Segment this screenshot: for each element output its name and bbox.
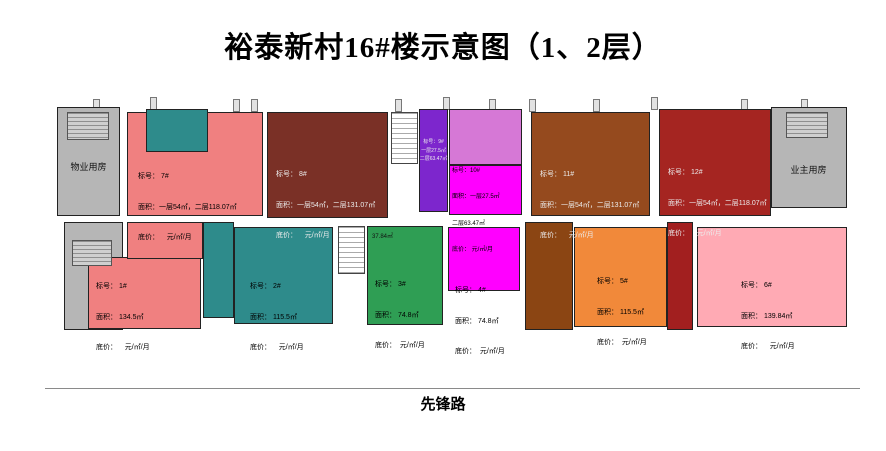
unit-8-label: 标号： 8# 面积：一层54㎡，二层131.07㎡ 底价： 元/㎡/月 xyxy=(276,150,375,262)
unit-6-price: 底价： 元/㎡/月 xyxy=(741,343,795,351)
unit-5-area: 面积： 115.5㎡ xyxy=(597,308,644,316)
staircase-icon xyxy=(67,112,109,140)
unit-11-area: 面积：一层54㎡，二层131.07㎡ xyxy=(540,201,640,209)
owner-building-label: 业主用房 xyxy=(790,165,827,175)
unit-4-price: 底价： 元/㎡/月 xyxy=(455,348,505,356)
unit-4-label: 标号： 4# 面积： 74.8㎡ 底价： 元/㎡/月 xyxy=(455,266,505,378)
unit-11-block xyxy=(531,112,650,216)
unit-8-price: 底价： 元/㎡/月 xyxy=(276,232,330,240)
unit-3-area: 面积： 74.8㎡ xyxy=(375,311,419,319)
unit-10-price: 底价： 元/㎡/月 xyxy=(452,246,494,253)
roof-vent-icon xyxy=(395,99,402,112)
roof-vent-icon xyxy=(529,99,536,112)
unit-9-area2: 二层63.47㎡ xyxy=(419,156,448,162)
unit-12-no: 标号： 12# xyxy=(668,169,703,177)
roof-vent-icon xyxy=(593,99,600,112)
unit-6-block xyxy=(697,227,847,327)
unit-1-block xyxy=(88,257,201,329)
unit-3-no: 标号： 3# xyxy=(375,281,406,289)
unit-1-label: 标号： 1# 面积： 134.5㎡ 底价： 元/㎡/月 xyxy=(96,262,150,374)
unit-5-label: 标号： 5# 面积： 115.5㎡ 底价： 元/㎡/月 xyxy=(597,257,647,369)
unit-9-no: 标号：9# xyxy=(423,139,444,145)
unit-10-area: 面积：一层27.5㎡ xyxy=(452,194,500,201)
unit-2-price: 底价： 元/㎡/月 xyxy=(250,344,304,352)
unit-3-block xyxy=(367,226,443,325)
unit-10-block-upper xyxy=(449,109,522,165)
unit-8-no: 标号： 8# xyxy=(276,171,307,179)
unit-10-no: 标号：10# xyxy=(452,168,481,175)
unit-1-area: 面积： 134.5㎡ xyxy=(96,313,144,321)
roof-vent-icon xyxy=(233,99,240,112)
unit-2-wing-block xyxy=(203,222,234,318)
unit-3-label: 标号： 3# 面积： 74.8㎡ 底价： 元/㎡/月 xyxy=(375,260,425,372)
unit-2-area: 面积： 115.5㎡ xyxy=(250,313,297,321)
unit-8-area: 面积：一层54㎡，二层131.07㎡ xyxy=(276,201,376,209)
staircase-icon xyxy=(786,112,828,138)
unit-7-label: 标号： 7# 面积：一层54㎡，二层118.07㎡ 底价： 元/㎡/月 xyxy=(138,152,237,264)
unit-6-label: 标号： 6# 面积： 139.84㎡ 底价： 元/㎡/月 xyxy=(741,261,795,373)
unit-11-price: 底价： 元/㎡/月 xyxy=(540,232,594,240)
property-building-label: 物业用房 xyxy=(70,162,107,172)
unit-12-area: 面积：一层54㎡，二层118.07㎡ xyxy=(668,199,767,207)
unit-7-wing-block xyxy=(146,109,208,152)
unit-10-area2: 二层63.47㎡ xyxy=(452,220,486,227)
unit-4-no: 标号： 4# xyxy=(455,287,486,295)
unit-8-block xyxy=(267,112,388,218)
unit-5-price: 底价： 元/㎡/月 xyxy=(597,339,647,347)
staircase-icon xyxy=(72,240,112,266)
unit-2-label: 标号： 2# 面积： 115.5㎡ 底价： 元/㎡/月 xyxy=(250,262,304,374)
unit-9-label: 标号：9# 一层27.5㎡ 二层63.47㎡ xyxy=(419,138,448,164)
unit-12-price: 底价： 元/㎡/月 xyxy=(668,230,722,238)
unit-12-block xyxy=(659,109,771,216)
unit-10-label: 标号：10# 面积：一层27.5㎡ 二层63.47㎡ 底价： 元/㎡/月 xyxy=(452,150,500,272)
unit-5-no: 标号： 5# xyxy=(597,278,628,286)
dark-red-service-block xyxy=(667,222,693,330)
stairwell-block xyxy=(338,226,365,274)
unit-1-price: 底价： 元/㎡/月 xyxy=(96,344,150,352)
road-line xyxy=(45,388,860,389)
brown-service-block xyxy=(525,222,573,330)
roof-vent-icon xyxy=(651,97,658,110)
unit-12-label: 标号： 12# 面积：一层54㎡，二层118.07㎡ 底价： 元/㎡/月 xyxy=(668,148,767,260)
roof-vent-icon xyxy=(251,99,258,112)
unit-3-area-annotation: 37.84㎡ xyxy=(372,234,394,240)
page-title: 裕泰新村16#楼示意图（1、2层） xyxy=(224,32,662,64)
unit-3-price: 底价： 元/㎡/月 xyxy=(375,342,425,350)
unit-1-wing-block xyxy=(127,222,203,259)
unit-10-block-lower xyxy=(449,165,522,215)
unit-7-area: 面积：一层54㎡，二层118.07㎡ xyxy=(138,203,237,211)
unit-4-area: 面积： 74.8㎡ xyxy=(455,317,499,325)
unit-2-block xyxy=(234,227,333,324)
unit-2-no: 标号： 2# xyxy=(250,283,281,291)
unit-11-no: 标号： 11# xyxy=(540,171,575,179)
unit-7-no: 标号： 7# xyxy=(138,173,169,181)
unit-6-no: 标号： 6# xyxy=(741,282,772,290)
unit-5-block xyxy=(574,227,667,327)
stairwell-block xyxy=(391,112,418,164)
unit-4-block xyxy=(448,227,520,291)
unit-7-price: 底价： 元/㎡/月 xyxy=(138,234,192,242)
unit-1-no: 标号： 1# xyxy=(96,283,127,291)
unit-6-area: 面积： 139.84㎡ xyxy=(741,312,793,320)
unit-9-block xyxy=(419,109,448,212)
road-label: 先锋路 xyxy=(420,397,466,413)
unit-9-area: 一层27.5㎡ xyxy=(421,147,446,154)
unit-11-label: 标号： 11# 面积：一层54㎡，二层131.07㎡ 底价： 元/㎡/月 xyxy=(540,150,639,262)
